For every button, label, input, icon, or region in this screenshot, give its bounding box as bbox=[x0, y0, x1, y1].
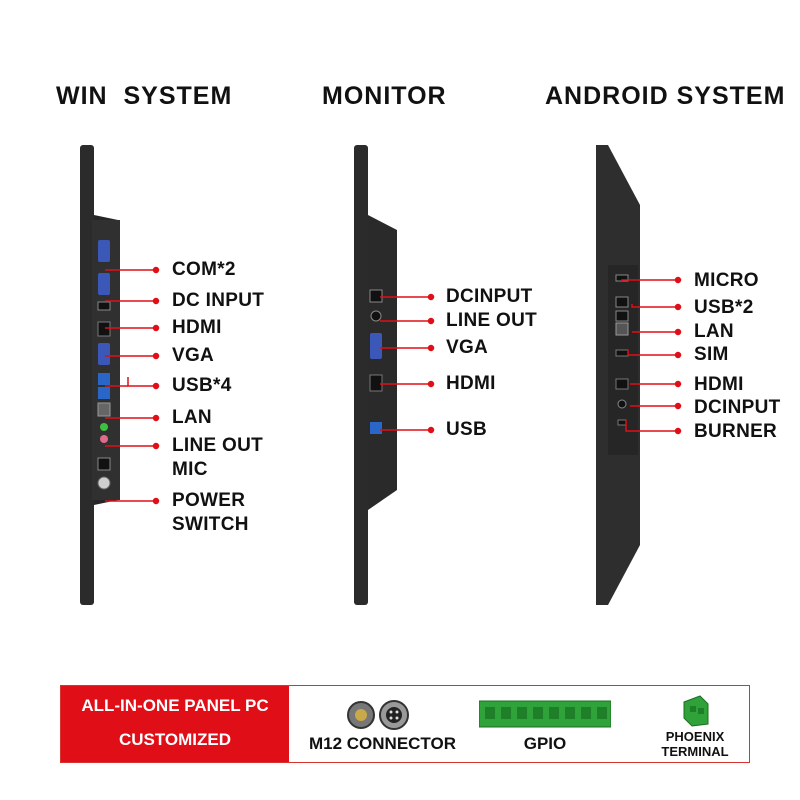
line-out-jack-icon bbox=[100, 423, 108, 431]
power-port-icon bbox=[97, 457, 111, 471]
com-port-icon bbox=[98, 240, 110, 262]
android-system-device bbox=[592, 145, 652, 605]
monitor-hdmi-label: HDMI bbox=[446, 373, 496, 394]
mic-jack-icon bbox=[100, 435, 108, 443]
monitor-usb-label: USB bbox=[446, 419, 488, 440]
banner-line2: CUSTOMIZED bbox=[118, 730, 232, 749]
gpio-label: GPIO bbox=[523, 734, 567, 753]
win-vga-label: VGA bbox=[172, 345, 215, 366]
vga-port-icon bbox=[370, 333, 382, 359]
monitor-vga-label: VGA bbox=[446, 337, 489, 358]
usb-port-icon bbox=[98, 387, 110, 399]
android-sim-label: SIM bbox=[694, 344, 729, 365]
usb-port-icon bbox=[98, 373, 110, 385]
android-system-heading: ANDROID SYSTEM bbox=[545, 82, 786, 110]
customization-banner: ALL-IN-ONE PANEL PC CUSTOMIZED M12 CONNE… bbox=[60, 685, 750, 763]
banner-title-block: ALL-IN-ONE PANEL PC CUSTOMIZED bbox=[61, 686, 289, 762]
android-lan-label: LAN bbox=[694, 321, 734, 342]
win-mic-label: MIC bbox=[172, 459, 208, 480]
hdmi-port-icon bbox=[97, 321, 111, 337]
win-lan-label: LAN bbox=[172, 407, 212, 428]
m12-connector-label: M12 CONNECTOR bbox=[308, 734, 457, 753]
banner-line1: ALL-IN-ONE PANEL PC bbox=[81, 696, 269, 715]
monitor-leader-lines bbox=[380, 293, 435, 434]
usb-port-icon bbox=[615, 310, 629, 322]
line-out-jack-icon bbox=[370, 310, 382, 322]
gpio-terminal-icon bbox=[479, 700, 611, 728]
win-system-heading: WIN SYSTEM bbox=[56, 82, 233, 110]
win-system-device bbox=[78, 145, 158, 605]
win-leader-lines bbox=[105, 266, 160, 505]
hdmi-port-icon bbox=[369, 374, 383, 392]
usb-port-icon bbox=[615, 296, 629, 308]
android-dcinput-label: DCINPUT bbox=[694, 397, 781, 418]
phoenix-terminal-label-line1: PHOENIX bbox=[665, 729, 725, 744]
dc-port-icon bbox=[617, 399, 627, 409]
usb-port-icon bbox=[370, 422, 382, 434]
win-dc-input-label: DC INPUT bbox=[172, 290, 265, 311]
monitor-device bbox=[352, 145, 412, 605]
dc-port-icon bbox=[97, 301, 111, 311]
dc-port-icon bbox=[369, 289, 383, 303]
vga-port-icon bbox=[98, 343, 110, 365]
com-port-icon bbox=[98, 273, 110, 295]
android-hdmi-label: HDMI bbox=[694, 374, 744, 395]
switch-button-icon bbox=[97, 476, 111, 490]
lan-port-icon bbox=[97, 402, 111, 417]
m12-connector-icon bbox=[347, 700, 409, 730]
android-burner-label: BURNER bbox=[694, 421, 778, 442]
monitor-line-out-label: LINE OUT bbox=[446, 310, 538, 331]
android-leader-lines bbox=[621, 276, 682, 435]
hdmi-port-icon bbox=[615, 378, 629, 390]
android-micro-label: MICRO bbox=[694, 270, 759, 291]
win-line-out-label: LINE OUT bbox=[172, 435, 264, 456]
monitor-dcinput-label: DCINPUT bbox=[446, 286, 533, 307]
android-usb-label: USB*2 bbox=[694, 297, 754, 318]
win-power-label: POWER bbox=[172, 490, 246, 511]
phoenix-terminal-label-line2: TERMINAL bbox=[661, 744, 729, 759]
monitor-heading: MONITOR bbox=[322, 82, 447, 110]
win-hdmi-label: HDMI bbox=[172, 317, 222, 338]
win-usb-label: USB*4 bbox=[172, 375, 232, 396]
phoenix-terminal-icon bbox=[683, 695, 709, 727]
lan-port-icon bbox=[615, 322, 629, 336]
win-com-label: COM*2 bbox=[172, 259, 236, 280]
win-switch-label: SWITCH bbox=[172, 514, 249, 535]
